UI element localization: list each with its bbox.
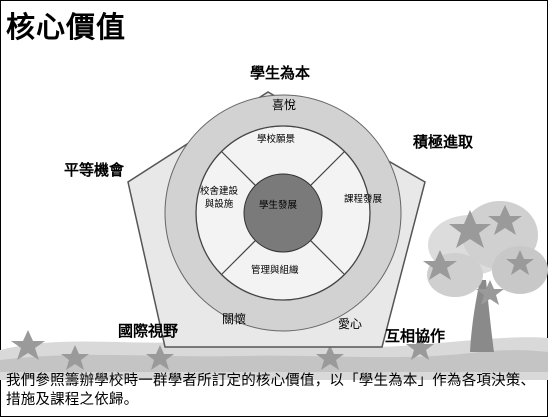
caption-text: 我們參照籌辦學校時一群學者所訂定的核心價值，以「學生為本」作為各項決策、措施及課… [6,373,536,408]
center-circle [243,173,323,253]
label-equal-opportunity: 平等機會 [64,161,125,179]
page-title: 核心價值 [6,10,127,44]
label-collaboration: 互相協作 [385,327,446,345]
segment-management: 管理與組織 [251,265,299,276]
label-care: 關懷 [222,312,247,326]
label-joy: 喜悅 [272,98,297,112]
label-proactive: 積極進取 [413,133,474,151]
segment-facilities-line2: 與設施 [204,199,234,210]
label-global-vision: 國際視野 [118,322,179,340]
segment-facilities-line1: 校舍建設 [199,186,238,197]
segment-school-vision: 學校願景 [257,134,296,145]
label-student-oriented: 學生為本 [250,64,311,82]
label-love: 愛心 [338,317,363,331]
center-student-development: 學生發展 [259,200,298,211]
segment-curriculum: 課程發展 [344,194,383,205]
segment-facilities: 校舍建設 與設施 [195,185,243,211]
